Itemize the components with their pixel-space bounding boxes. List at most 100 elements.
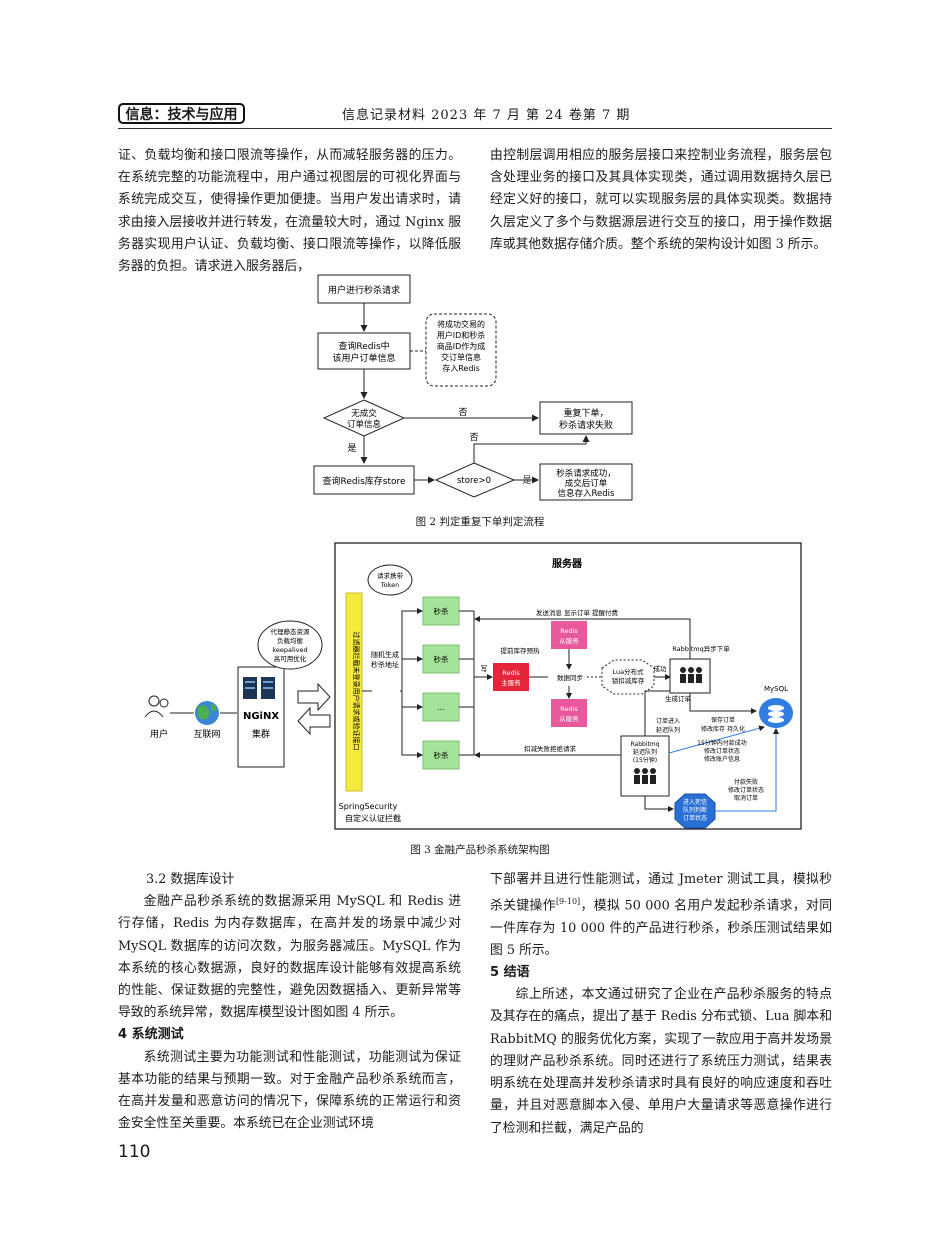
internet-label: 互联网 [193, 729, 220, 740]
page-number: 110 [118, 1142, 151, 1162]
redis-slave-bottom [551, 699, 587, 727]
seckill-node-4-label: 秒杀 [434, 750, 449, 760]
user-label: 用户 [150, 728, 168, 740]
flow-note-l3: 商品ID作为成 [437, 341, 486, 351]
flow-success-l2: 成交后订单 [565, 478, 608, 489]
flow-note-l1: 将成功交易的 [437, 319, 485, 329]
top-right-paragraph: 由控制层调用相应的服务层接口来控制业务流程，服务层包含处理业务的接口及其具体实现… [490, 148, 832, 252]
proxy-bubble [257, 620, 323, 670]
flow-success-box [539, 463, 633, 501]
random-label-l1: 随机生成 [371, 650, 399, 659]
flow-note-l5: 存入Redis [442, 363, 480, 373]
spring-security-label: SpringSecurity [339, 802, 398, 811]
seckill-node-2 [422, 644, 460, 674]
seckill-node-3 [422, 692, 460, 722]
rabbitmq-async-label: Rabbitmq异步下单 [672, 644, 730, 653]
continued-text-b: ，模拟 50 000 名用户发起秒杀请求，对同一件库存为 10 000 件的产品… [490, 898, 833, 958]
seckill-node-1-label: 秒杀 [434, 606, 449, 616]
section-3-2-text: 金融产品秒杀系统的数据源采用 MySQL 和 Redis 进行存储，Redis … [118, 894, 461, 1021]
redis-master-l1: Redis [502, 669, 520, 677]
flow-success-l3: 信息存入Redis [558, 488, 616, 499]
proxy-bubble-l1: 代理静态资源 [271, 627, 311, 636]
lua-box-l1: Lua分布式 [612, 667, 644, 676]
top-feedback-label: 发送消息 显示订单 提醒付费 [536, 608, 619, 617]
dead-queue-l3: 订单状态 [683, 814, 707, 822]
generate-order-label: 生成订单 [665, 694, 692, 703]
flow-repeat-order-l1: 重复下单， [563, 407, 608, 419]
pay-fail-l3: 取消订单 [734, 794, 758, 802]
dead-letter-queue [674, 793, 716, 829]
right-column-body: 下部署并且进行性能测试，通过 Jmeter 测试工具，模拟秒杀关键操作[9-10… [490, 869, 832, 1140]
flow-repeat-order-l2: 秒杀请求失败 [559, 419, 613, 431]
seckill-node-3-label: ... [437, 703, 444, 712]
redis-slave-bottom-l1: Redis [560, 705, 578, 713]
flow-yes-label: 是 [347, 443, 356, 454]
order-enter-queue-l2: 延迟队列 [656, 726, 680, 734]
filter-text: 过滤器拦截未登录用户请求或验证接口 [352, 632, 361, 751]
figure-2-flowchart: 用户进行秒杀请求 查询Redis中 该用户订单信息 将成功交易的 用户ID和秒杀… [313, 274, 633, 501]
flow-query-order-l1: 查询Redis中 [338, 340, 389, 352]
top-left-paragraph: 证、负载均衡和接口限流等操作，从而减轻服务器的压力。在系统完整的功能流程中，用户… [118, 148, 461, 275]
section-4-text: 系统测试主要为功能测试和性能测试，功能测试为保证基本功能的结果与预期一致。对于金… [118, 1049, 461, 1132]
server-rack-icon [243, 677, 275, 699]
seckill-node-2-label: 秒杀 [434, 654, 449, 664]
redis-slave-top [551, 621, 587, 649]
figure-3-caption: 图 3 金融产品秒杀系统架构图 [410, 844, 550, 856]
figure-2-caption: 图 2 判定重复下单判定流程 [415, 516, 545, 528]
citation: [9-10] [555, 897, 581, 907]
filter-bar [345, 592, 363, 792]
dead-queue-l2: 队列判断 [683, 806, 707, 814]
flow-note-l4: 交订单信息 [441, 352, 481, 362]
save-order-l2: 修改库存 持久化 [701, 725, 745, 733]
data-sync-label: 数据同步 [557, 673, 584, 682]
flow-start-box [317, 274, 411, 304]
flow-decision-store [434, 462, 516, 498]
redis-slave-top-l1: Redis [560, 627, 578, 635]
deduct-fail-label: 扣减失败拒绝请求 [524, 744, 577, 753]
figure-3-architecture: 服务器 用户 互联网 NGiNX 集群 代理静态资源 负载均衡 keepaliv… [144, 542, 802, 830]
proxy-bubble-l2: 负载均衡 [277, 636, 304, 645]
workers-icon-2 [634, 768, 656, 784]
cluster-label: 集群 [252, 728, 270, 740]
custom-auth-label: 自定义认证拦截 [345, 813, 401, 823]
prededuct-label: 提前库存预热 [501, 646, 541, 655]
flow-query-order-box [317, 332, 411, 370]
flow-decision-no-order-l1: 无成交 [351, 408, 377, 419]
internet-globe-icon [195, 701, 219, 725]
redis-master-l2: 主服务 [501, 678, 521, 687]
flow-query-stock-text: 查询Redis库存store [322, 475, 406, 487]
dead-queue-l1: 进入死信 [683, 798, 707, 806]
rabbitmq-delay-l2: 延迟队列 [633, 748, 657, 756]
header-rule [118, 128, 832, 129]
proxy-bubble-l3: keepalived [272, 646, 307, 654]
section-4-title: 4 系统测试 [118, 1027, 184, 1043]
flow-note-box [425, 313, 497, 387]
rabbitmq-delay-l3: (15分钟) [633, 756, 657, 764]
order-enter-queue-l1: 订单进入 [656, 717, 680, 725]
random-label-l2: 秒杀地址 [371, 660, 399, 669]
flow-decision-store-text: store>0 [457, 476, 491, 486]
flow-yes-label-2: 是 [522, 475, 531, 486]
section-3-2-title: 3.2 数据库设计 [146, 872, 235, 887]
flow-start-text: 用户进行秒杀请求 [328, 284, 400, 296]
workers-icon [680, 667, 702, 683]
save-order-l1: 保存订单 [711, 716, 735, 724]
double-arrow-icon [297, 682, 331, 736]
flow-decision-no-order-l2: 订单信息 [347, 419, 382, 430]
flow-query-order-l2: 该用户订单信息 [332, 352, 395, 364]
flow-query-stock-box [313, 465, 415, 495]
mysql-label: MySQL [764, 685, 788, 693]
token-bubble-l2: Token [380, 581, 400, 589]
mysql-database-icon [759, 698, 793, 728]
flow-repeat-order-box [539, 401, 633, 435]
redis-slave-top-l2: 从服务 [559, 636, 579, 645]
proxy-bubble-l4: 高可用优化 [274, 654, 307, 663]
section-5-text: 综上所述，本文通过研究了企业在产品秒杀服务的特点及其存在的痛点，提出了基于 Re… [490, 987, 832, 1136]
running-title: 信息记录材料 2023 年 7 月 第 24 卷第 7 期 [342, 108, 631, 123]
token-bubble [367, 564, 413, 596]
flow-note-l2: 用户ID和秒杀 [437, 330, 486, 340]
lua-lock-box [601, 659, 655, 695]
section-5-title: 5 结语 [490, 965, 530, 981]
pay-fail-l2: 修改订单状态 [728, 786, 764, 794]
user-icon [144, 695, 169, 718]
